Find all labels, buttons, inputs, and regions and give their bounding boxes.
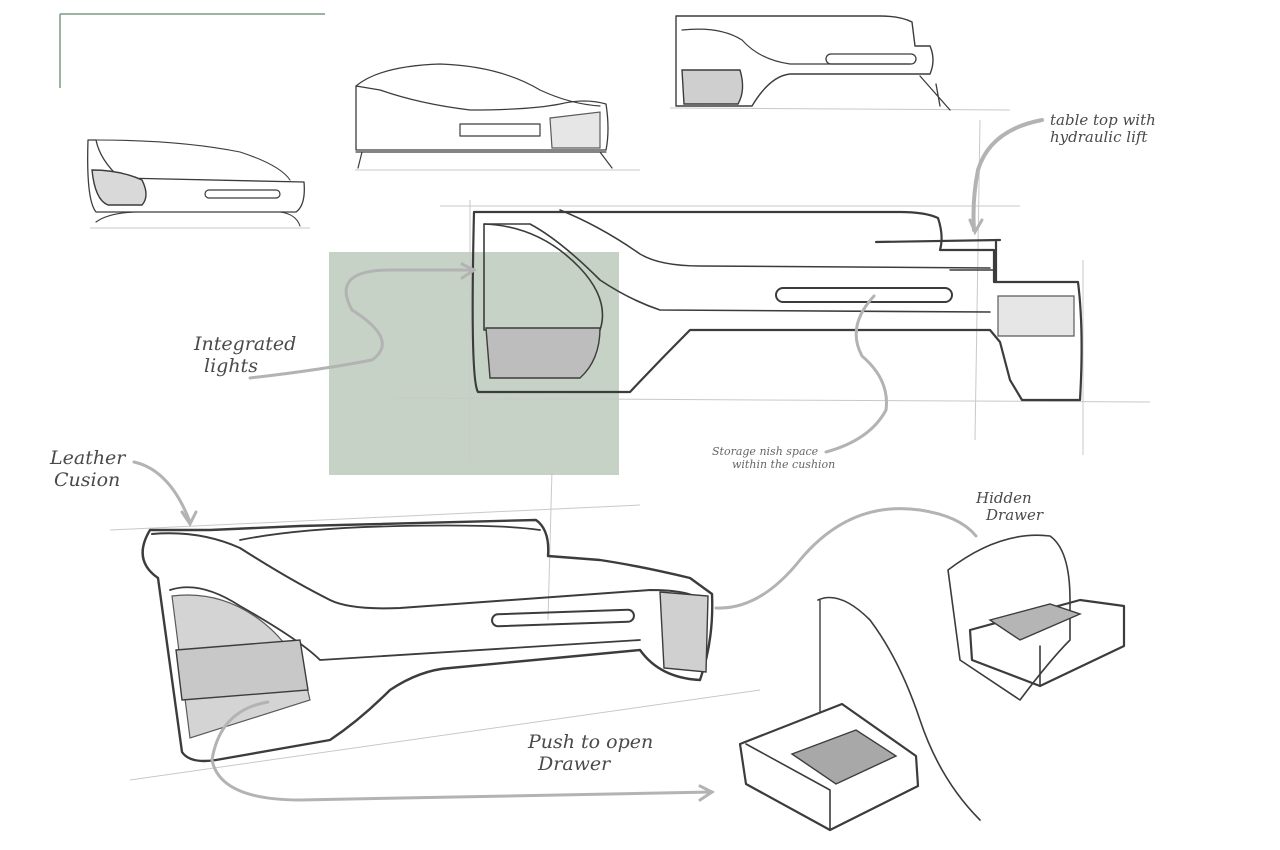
drawer-detail-push-open [738,596,981,832]
note-table-top-line2: hydraulic lift [1050,128,1148,147]
note-hidden-drawer-line2: Drawer [986,506,1044,525]
note-storage-line2: within the cushion [732,457,836,471]
sofa-sketch-small-center [355,63,613,169]
sofa-side-elevation [471,209,1083,402]
note-storage-line1: Storage nish space [712,445,819,458]
note-push-to-open: Push to open Drawer [528,731,654,776]
sofa-perspective-view [141,518,714,763]
note-storage: Storage nish space within the cushion [712,445,836,471]
note-integrated-lights-line2: lights [204,354,258,377]
note-push-to-open-line1: Push to open [528,731,654,753]
drawer-detail-hidden [947,534,1126,701]
note-integrated-lights: Integrated lights [194,333,297,378]
note-leather-cushion-line2: Cusion [54,468,121,491]
note-hidden-drawer: Hidden Drawer [976,489,1044,525]
note-leather-cushion-line1: Leather [50,447,126,469]
sofa-sketch-small-left [87,139,305,227]
note-leather-cushion: Leather Cusion [50,447,126,492]
note-table-top: table top with hydraulic lift [1050,111,1156,147]
frame-bracket [59,13,325,88]
note-push-to-open-line2: Drawer [538,752,611,775]
construction-lines [90,107,1151,781]
note-integrated-lights-line1: Integrated [194,333,297,355]
note-table-top-line1: table top with [1050,111,1156,129]
sofa-sketch-small-right [675,15,951,111]
note-hidden-drawer-line1: Hidden [976,489,1032,507]
annotation-arrows [132,118,1044,802]
